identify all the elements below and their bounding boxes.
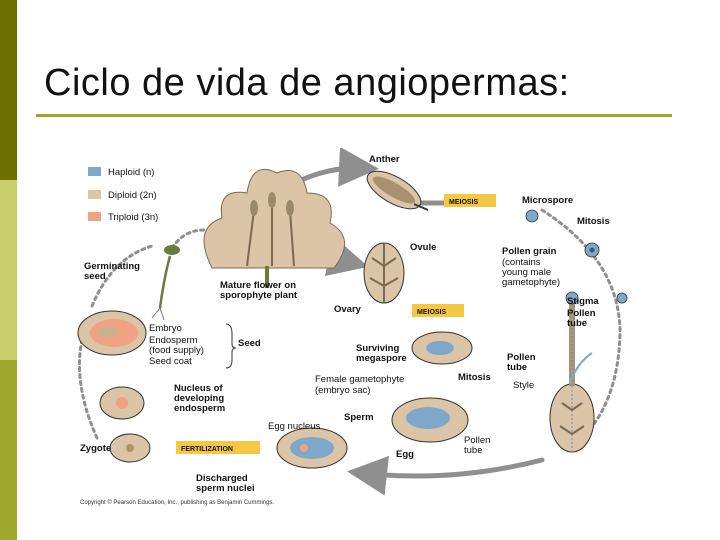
seed-bracket bbox=[225, 323, 237, 369]
meiosis-box-1 bbox=[444, 194, 496, 207]
sidebar-segment-mid bbox=[0, 360, 17, 540]
title-underline bbox=[36, 114, 672, 117]
label-embryo: Embryo bbox=[149, 323, 182, 334]
arrow-seed-to-germinating bbox=[90, 244, 154, 308]
label-mature-flower-1: Mature flower on bbox=[220, 280, 296, 291]
label-germinating-seed-2: seed bbox=[84, 271, 106, 282]
legend: Haploid (n) Diploid (2n) Triploid (3n) bbox=[88, 167, 158, 223]
label-mitosis-2: Mitosis bbox=[458, 372, 491, 383]
label-germinating-seed-1: Germinating bbox=[84, 261, 140, 272]
label-discharged-2: sperm nuclei bbox=[196, 483, 255, 494]
label-microspore: Microspore bbox=[522, 195, 573, 206]
label-egg-nucleus: Egg nucleus bbox=[268, 421, 321, 432]
label-endosperm-2: (food supply) bbox=[149, 345, 204, 356]
legend-swatch-haploid bbox=[88, 167, 101, 176]
label-pollen-grain-note-3: gametophyte) bbox=[502, 277, 560, 288]
mature-flower-illustration bbox=[203, 168, 345, 288]
label-surviving-megaspore-1: Surviving bbox=[356, 343, 399, 354]
label-meiosis-2: MEIOSIS bbox=[417, 309, 447, 316]
slide-title: Ciclo de vida de angiopermas: bbox=[44, 62, 570, 104]
sidebar-decoration bbox=[0, 0, 17, 540]
label-fertilization: FERTILIZATION bbox=[181, 446, 233, 453]
label-pollen-tube-3b: tube bbox=[464, 445, 483, 456]
label-pollen-tube-2a: Pollen bbox=[507, 352, 536, 363]
label-pollen-grain: Pollen grain bbox=[502, 246, 557, 257]
angiosperm-life-cycle-diagram: Haploid (n) Diploid (2n) Triploid (3n) M… bbox=[77, 148, 628, 506]
legend-haploid: Haploid (n) bbox=[108, 167, 154, 178]
label-seed: Seed bbox=[238, 338, 261, 349]
label-anther: Anther bbox=[369, 154, 400, 165]
label-female-gametophyte-1: Female gametophyte bbox=[315, 374, 404, 385]
legend-swatch-diploid bbox=[88, 190, 101, 199]
label-pollen-tube-1b: tube bbox=[567, 318, 587, 329]
label-egg: Egg bbox=[396, 449, 414, 460]
label-endosperm-1: Endosperm bbox=[149, 335, 198, 346]
label-pollen-grain-note-1: (contains bbox=[502, 257, 541, 268]
label-style: Style bbox=[513, 380, 534, 391]
sidebar-segment-light bbox=[0, 180, 17, 360]
label-meiosis-1: MEIOSIS bbox=[449, 199, 479, 206]
label-pollen-tube-2b: tube bbox=[507, 362, 527, 373]
label-surviving-megaspore-2: megaspore bbox=[356, 353, 407, 364]
arrow-microspore-cycle bbox=[540, 208, 622, 450]
pistil-illustration bbox=[549, 291, 628, 453]
germinating-seed-illustration bbox=[151, 245, 180, 321]
label-pollen-tube-3a: Pollen bbox=[464, 435, 490, 446]
seed-illustration bbox=[77, 310, 147, 356]
microspore-cells bbox=[525, 209, 600, 258]
cycle-arrows bbox=[78, 148, 622, 496]
label-female-gametophyte-2: (embryo sac) bbox=[315, 385, 370, 396]
label-nucleus-1: Nucleus of bbox=[174, 383, 223, 394]
legend-triploid: Triploid (3n) bbox=[108, 212, 158, 223]
arrow-pollination bbox=[347, 455, 545, 496]
copyright-notice: Copyright © Pearson Education, Inc., pub… bbox=[80, 499, 275, 506]
label-nucleus-2: developing bbox=[174, 393, 224, 404]
label-ovule: Ovule bbox=[410, 242, 436, 253]
label-mature-flower-2: sporophyte plant bbox=[220, 290, 298, 301]
label-nucleus-3: endosperm bbox=[174, 403, 225, 414]
label-pollen-tube-1a: Pollen bbox=[567, 308, 596, 319]
anther-illustration bbox=[366, 170, 429, 211]
label-mitosis-1: Mitosis bbox=[577, 216, 610, 227]
arrow-germinating-to-flower bbox=[170, 228, 206, 250]
label-stigma: Stigma bbox=[567, 296, 599, 307]
sidebar-segment-dark bbox=[0, 0, 17, 180]
meiosis-box-2 bbox=[412, 304, 464, 317]
label-zygote: Zygote bbox=[80, 443, 111, 454]
label-discharged-1: Discharged bbox=[196, 473, 248, 484]
label-seed-coat: Seed coat bbox=[149, 356, 192, 367]
label-pollen-grain-note-2: young male bbox=[502, 267, 551, 278]
fertilization-box bbox=[176, 441, 260, 454]
legend-diploid: Diploid (2n) bbox=[108, 190, 157, 201]
legend-swatch-triploid bbox=[88, 212, 101, 221]
label-ovary: Ovary bbox=[334, 304, 362, 315]
label-sperm: Sperm bbox=[344, 412, 374, 423]
ovule-illustration bbox=[363, 242, 405, 304]
